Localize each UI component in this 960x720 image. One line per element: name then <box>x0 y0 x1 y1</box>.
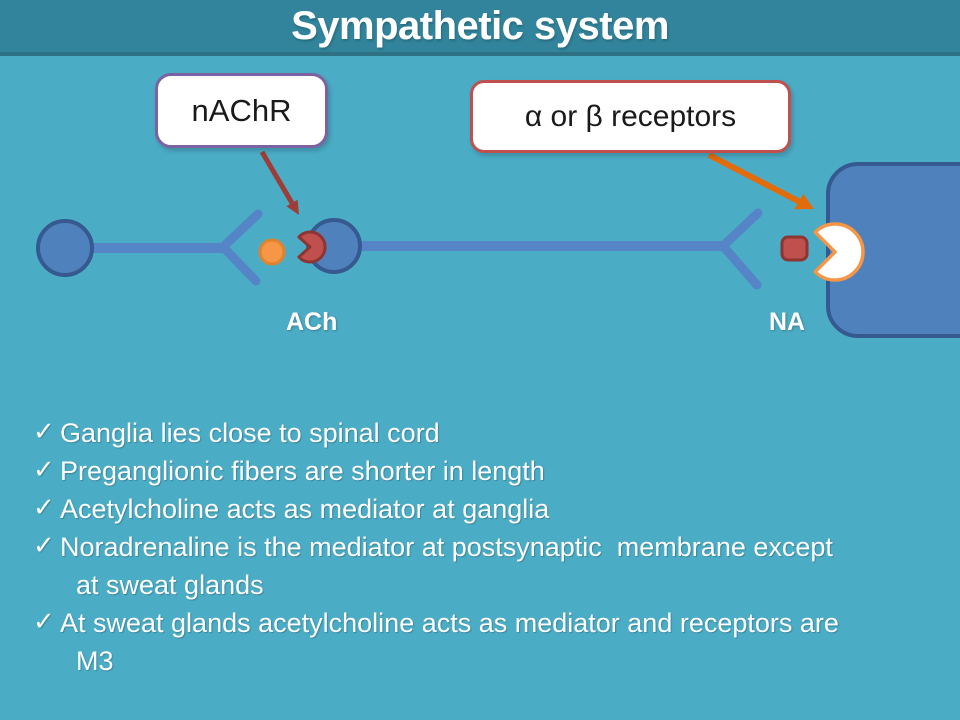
preganglionic-terminal <box>218 209 263 286</box>
postganglionic-terminal <box>718 208 763 290</box>
nachr-callout: nAChR <box>155 73 328 148</box>
list-item-text: Acetylcholine acts as mediator at gangli… <box>60 494 550 524</box>
nachr-pointer-arrow <box>259 150 299 215</box>
list-item: ✓ Ganglia lies close to spinal cord <box>33 414 953 452</box>
list-item-text: at sweat glands <box>76 570 264 600</box>
checkmark-icon: ✓ <box>33 493 55 523</box>
nachr-receptor <box>297 230 327 264</box>
checkmark-icon: ✓ <box>33 455 55 485</box>
adrenergic-receptor <box>813 222 865 282</box>
preganglionic-neuron-body <box>36 219 94 277</box>
na-label: NA <box>769 308 806 336</box>
checkmark-icon: ✓ <box>33 531 55 561</box>
title-bar: Sympathetic system <box>0 0 960 56</box>
nachr-callout-label: nAChR <box>191 92 292 128</box>
list-item-text: Preganglionic fibers are shorter in leng… <box>60 456 545 486</box>
list-item-text: At sweat glands acetylcholine acts as me… <box>60 608 839 638</box>
list-item: ✓ Preganglionic fibers are shorter in le… <box>33 452 953 490</box>
list-item: ✓ At sweat glands acetylcholine acts as … <box>33 604 953 642</box>
ach-label: ACh <box>286 308 338 336</box>
ach-vesicle <box>258 238 286 266</box>
list-item-text: Noradrenaline is the mediator at postsyn… <box>60 532 833 562</box>
effector-organ <box>826 162 960 338</box>
list-item-text: Ganglia lies close to spinal cord <box>60 418 440 448</box>
adrenergic-callout-label: α or β receptors <box>524 99 737 133</box>
na-vesicle <box>780 235 809 262</box>
adrenergic-pointer-arrow <box>707 152 814 210</box>
list-item: ✓ Acetylcholine acts as mediator at gang… <box>33 490 953 528</box>
adrenergic-callout: α or β receptors <box>470 80 791 153</box>
list-item: ✓ Noradrenaline is the mediator at posts… <box>33 528 953 566</box>
checkmark-icon: ✓ <box>33 607 55 637</box>
checkmark-icon: ✓ <box>33 417 55 447</box>
list-item-continuation: M3 <box>33 642 953 680</box>
list-item-continuation: at sweat glands <box>33 566 953 604</box>
notes-list: ✓ Ganglia lies close to spinal cord ✓ Pr… <box>33 414 953 680</box>
list-item-text: M3 <box>76 646 114 676</box>
slide-title: Sympathetic system <box>291 3 669 48</box>
